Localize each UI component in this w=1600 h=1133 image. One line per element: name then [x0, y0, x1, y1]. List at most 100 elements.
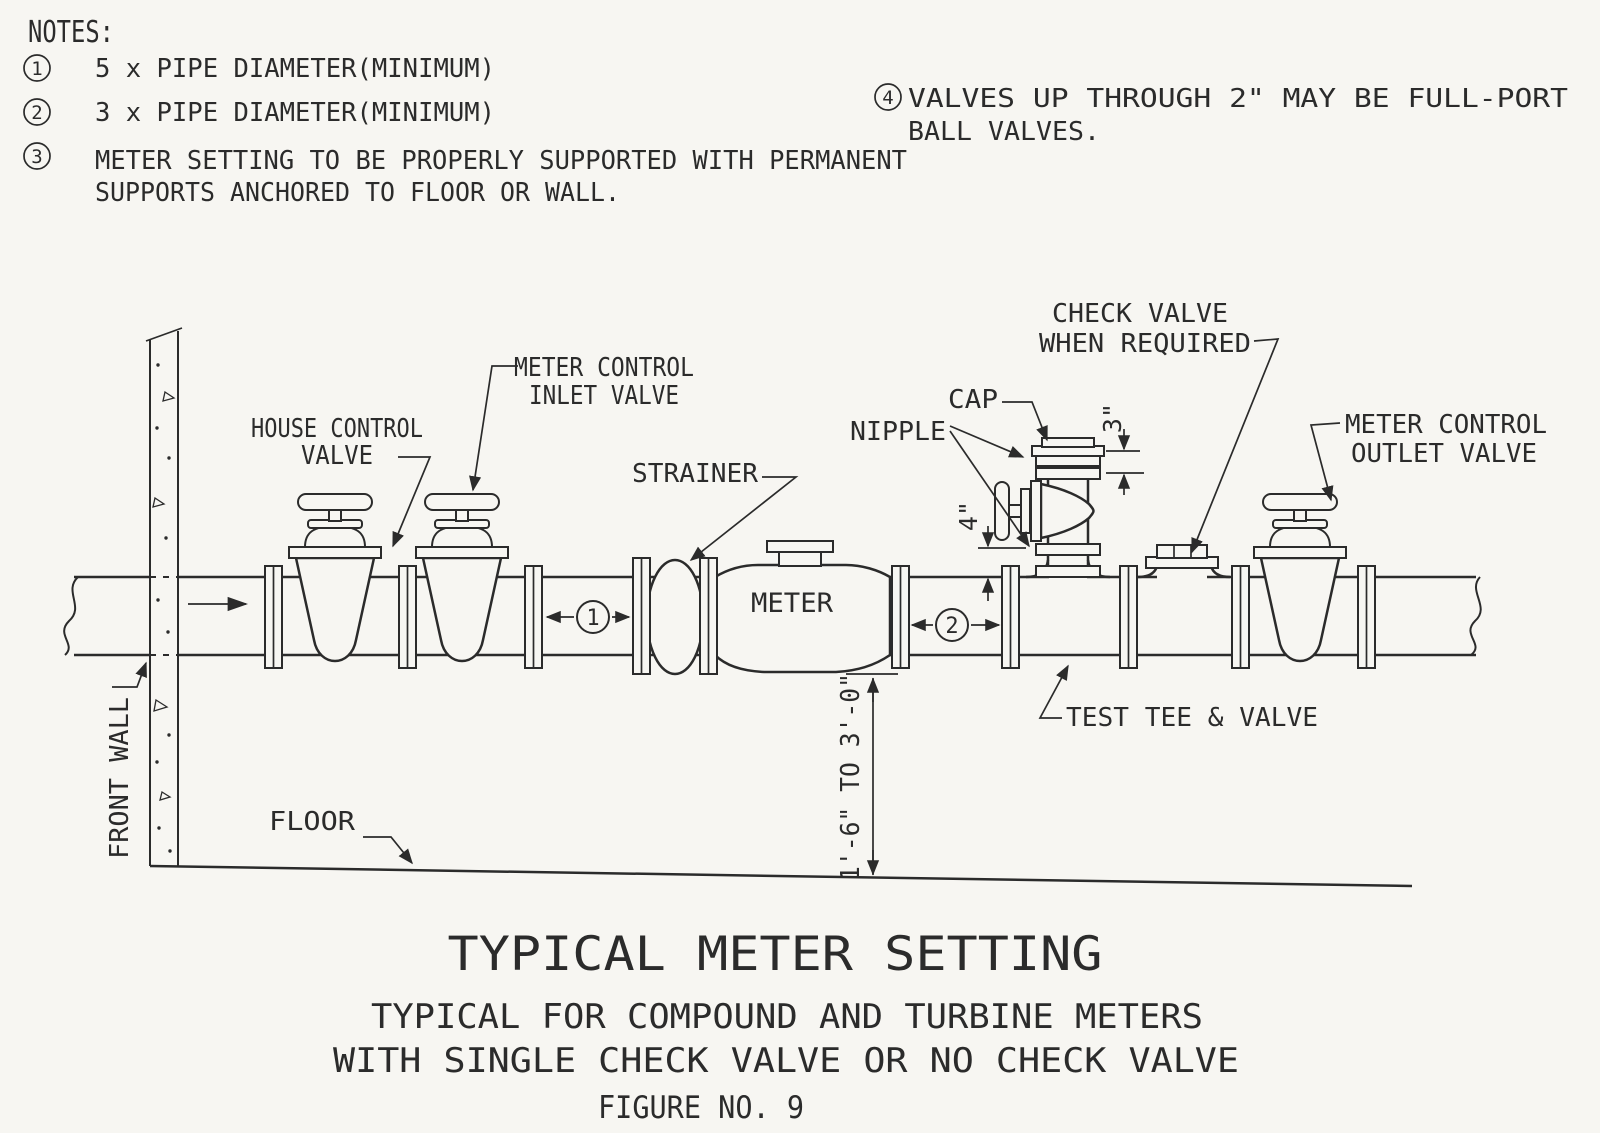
strainer-inlet-flange: [632, 557, 651, 675]
test-tee-riser: [994, 437, 1111, 582]
valve-handwheel: [424, 493, 500, 511]
ref-1-bubble: [576, 600, 610, 634]
meter-label: METER: [751, 588, 834, 619]
wall-top-break: [145, 327, 183, 342]
note-4-bubble: [874, 83, 902, 111]
valve-flange-plate: [288, 546, 382, 559]
flange: [1001, 565, 1020, 669]
label-front-wall: FRONT WALL: [105, 697, 135, 859]
boss-nuts: [1156, 544, 1208, 559]
valve-bonnet: [303, 524, 367, 548]
note-1-text: 5 x PIPE DIAMETER(MINIMUM): [95, 54, 495, 84]
label-check-line1: CHECK VALVE: [1052, 299, 1228, 329]
label-outlet-line2: OUTLET VALVE: [1351, 439, 1537, 469]
label-outlet-line1: METER CONTROL: [1345, 410, 1547, 440]
label-house-control-line1: HOUSE CONTROL: [251, 414, 423, 444]
meter-control-outlet-valve: [1253, 493, 1347, 663]
valve-handwheel: [297, 493, 373, 511]
flange: [1357, 565, 1376, 669]
note-4-number: 4: [882, 87, 893, 109]
valve-bonnet: [430, 524, 494, 548]
flange: [1119, 565, 1138, 669]
component-labels: HOUSE CONTROL VALVE METER CONTROL INLET …: [105, 299, 1547, 859]
label-floor: FLOOR: [269, 807, 355, 837]
note-2-bubble: [23, 98, 51, 126]
strainer-outlet-flange: [699, 557, 718, 675]
riser-flange-bar-lower: [1035, 543, 1101, 556]
house-control-valve: [288, 493, 382, 663]
flange: [1231, 565, 1250, 669]
valve-cone: [421, 556, 503, 663]
ref-2-number: 2: [945, 614, 958, 639]
valve-flange-plate: [415, 546, 509, 559]
dim-height: 1'-6" TO 3'-0": [836, 673, 898, 881]
note-1-bubble: [23, 54, 51, 82]
dim-4in-text: 4": [954, 501, 983, 531]
title-main: TYPICAL METER SETTING: [448, 927, 1103, 982]
note-1-number: 1: [31, 58, 42, 80]
pipe-break-right: [1469, 576, 1482, 656]
leader-inlet-valve: [469, 365, 518, 492]
dim-3in-text: 3": [1098, 403, 1127, 433]
label-house-control-line2: VALVE: [301, 441, 373, 471]
ref-2-bubble: [935, 608, 969, 642]
flange: [524, 565, 543, 669]
note-2-number: 2: [31, 102, 42, 124]
ref-1-number: 1: [586, 606, 599, 631]
note-2-text: 3 x PIPE DIAMETER(MINIMUM): [95, 98, 495, 128]
meter-control-inlet-valve: [415, 493, 509, 663]
test-valve-stem: [1008, 504, 1022, 518]
label-inlet-line1: METER CONTROL: [514, 353, 694, 383]
leader-outlet-valve: [1309, 422, 1341, 502]
test-valve: [994, 480, 1095, 542]
test-valve-bonnet-plate2: [1020, 488, 1031, 534]
leader-test-tee: [1038, 664, 1069, 719]
note-4-text-line1: VALVES UP THROUGH 2" MAY BE FULL-PORT: [908, 84, 1568, 114]
wall-concrete-stipple: [152, 363, 176, 853]
dim-ref-2: 2: [910, 608, 1001, 642]
meter-stub-neck: [778, 550, 822, 567]
test-valve-handwheel: [994, 481, 1010, 541]
pipe-break-left: [63, 576, 79, 656]
note-3-text-line1: METER SETTING TO BE PROPERLY SUPPORTED W…: [95, 146, 907, 176]
notes-heading: NOTES:: [28, 15, 114, 50]
valve-cone: [294, 556, 376, 663]
leader-nipple-lower: [949, 430, 1030, 548]
boss-opening-cover: [1157, 571, 1207, 581]
note-3-text-line2: SUPPORTS ANCHORED TO FLOOR OR WALL.: [95, 178, 620, 208]
riser-flange-bar-upper: [1035, 467, 1101, 480]
flanges: [264, 557, 1376, 675]
leader-nipple-upper: [949, 425, 1025, 458]
title-sub1: TYPICAL FOR COMPOUND AND TURBINE METERS: [371, 997, 1203, 1037]
strainer-body: [645, 558, 705, 676]
label-cap: CAP: [948, 385, 998, 415]
meter-body: METER: [713, 540, 892, 674]
floor-line: [149, 864, 1413, 888]
leader-lines: [112, 338, 1341, 865]
dim-ref-1: 1: [545, 600, 631, 634]
notes-block: NOTES: 1 5 x PIPE DIAMETER(MINIMUM) 2 3 …: [23, 15, 1568, 208]
valve-bonnet: [1268, 524, 1332, 548]
check-valve-boss: [1137, 544, 1231, 581]
test-valve-bonnet-plate: [1030, 480, 1042, 542]
leader-floor: [363, 836, 413, 865]
leader-cap: [1002, 401, 1048, 442]
leader-house-control-valve: [392, 456, 432, 548]
label-nipple: NIPPLE: [850, 417, 946, 447]
valve-cone: [1259, 556, 1341, 663]
title-sub2: WITH SINGLE CHECK VALVE OR NO CHECK VALV…: [333, 1041, 1239, 1081]
leader-check-valve: [1191, 338, 1280, 554]
flange: [398, 565, 417, 669]
label-inlet-line2: INLET VALVE: [529, 381, 679, 411]
note-3-number: 3: [31, 146, 42, 168]
dim-3in: 3": [1098, 403, 1144, 495]
wall-body: [150, 333, 178, 866]
test-valve-cone: [1039, 482, 1095, 540]
dim-4in: 4": [954, 501, 1026, 601]
label-test-tee: TEST TEE & VALVE: [1066, 703, 1318, 733]
leader-front-wall: [112, 661, 147, 688]
title-figure: FIGURE NO. 9: [598, 1090, 804, 1126]
flange: [891, 565, 910, 669]
meter-outline: [713, 563, 892, 674]
